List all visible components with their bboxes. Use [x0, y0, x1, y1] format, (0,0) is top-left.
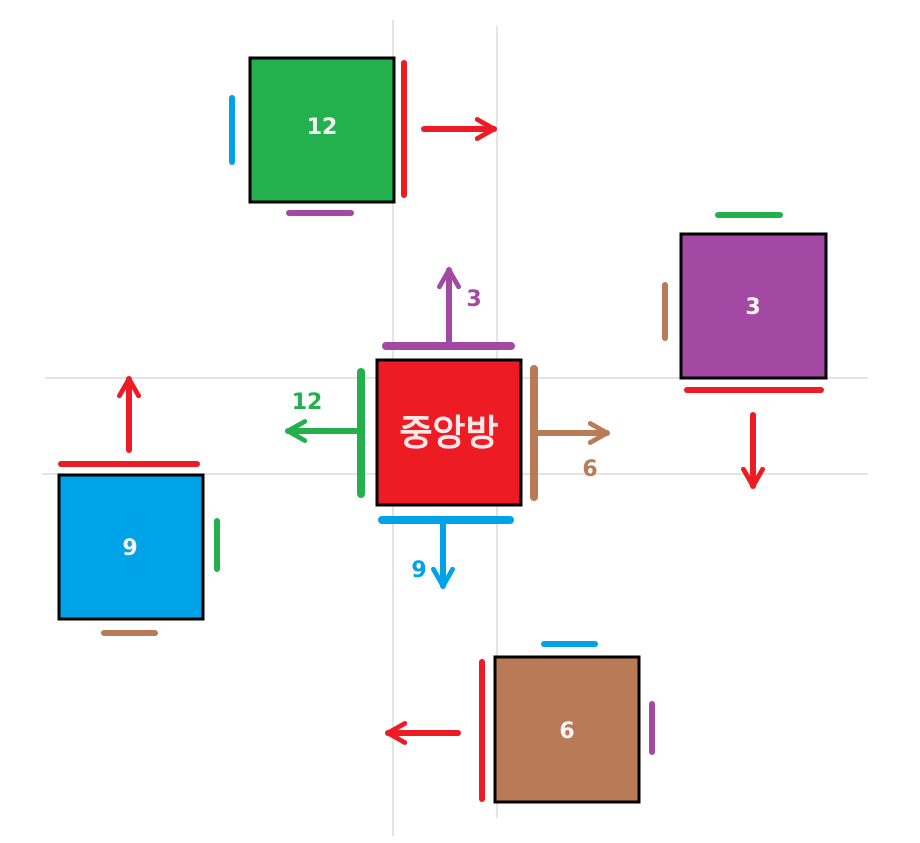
brown-room	[493, 655, 641, 804]
blue-room-label: 9	[122, 536, 137, 561]
purple-room	[679, 232, 828, 380]
exit-left-label: 12	[292, 390, 323, 415]
brown-room-label: 6	[559, 719, 574, 744]
purple-room-label: 3	[745, 295, 760, 320]
green-room	[248, 56, 396, 204]
exit-right-label: 6	[582, 457, 597, 482]
blue-room	[57, 473, 205, 621]
center-room-label: 중앙방	[399, 413, 498, 454]
exit-down-label: 9	[411, 558, 426, 583]
green-room-label: 12	[307, 115, 338, 140]
exit-up-label: 3	[466, 287, 481, 312]
center-room	[375, 358, 523, 507]
